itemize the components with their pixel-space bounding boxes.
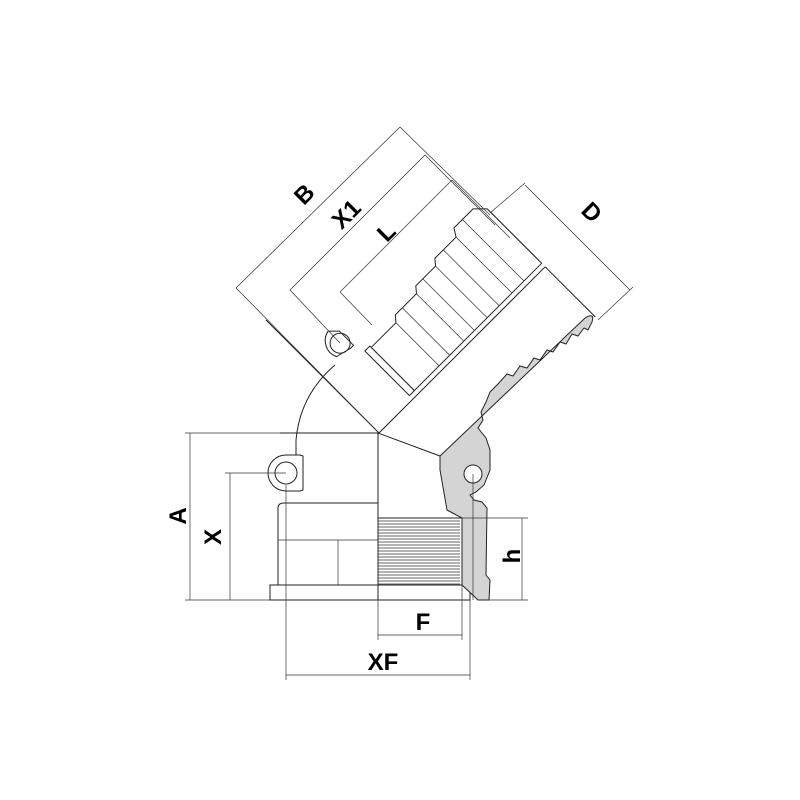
label-D: D — [576, 197, 607, 228]
hex-nut — [277, 502, 379, 586]
gasket-section — [439, 315, 594, 601]
lower-body — [267, 432, 471, 601]
label-A: A — [165, 507, 192, 524]
thread-region — [377, 517, 463, 586]
dimension-lines — [185, 126, 634, 680]
hose-barb — [370, 208, 543, 392]
thread-lines — [378, 520, 460, 585]
label-X1: X1 — [327, 195, 367, 235]
label-h: h — [499, 549, 526, 564]
base-flange — [269, 584, 471, 601]
label-B: B — [289, 179, 320, 210]
label-X: X — [200, 529, 227, 545]
label-L: L — [372, 218, 401, 247]
label-XF: XF — [368, 649, 399, 676]
angled-hose-tail — [265, 208, 596, 434]
label-F: F — [416, 609, 431, 636]
